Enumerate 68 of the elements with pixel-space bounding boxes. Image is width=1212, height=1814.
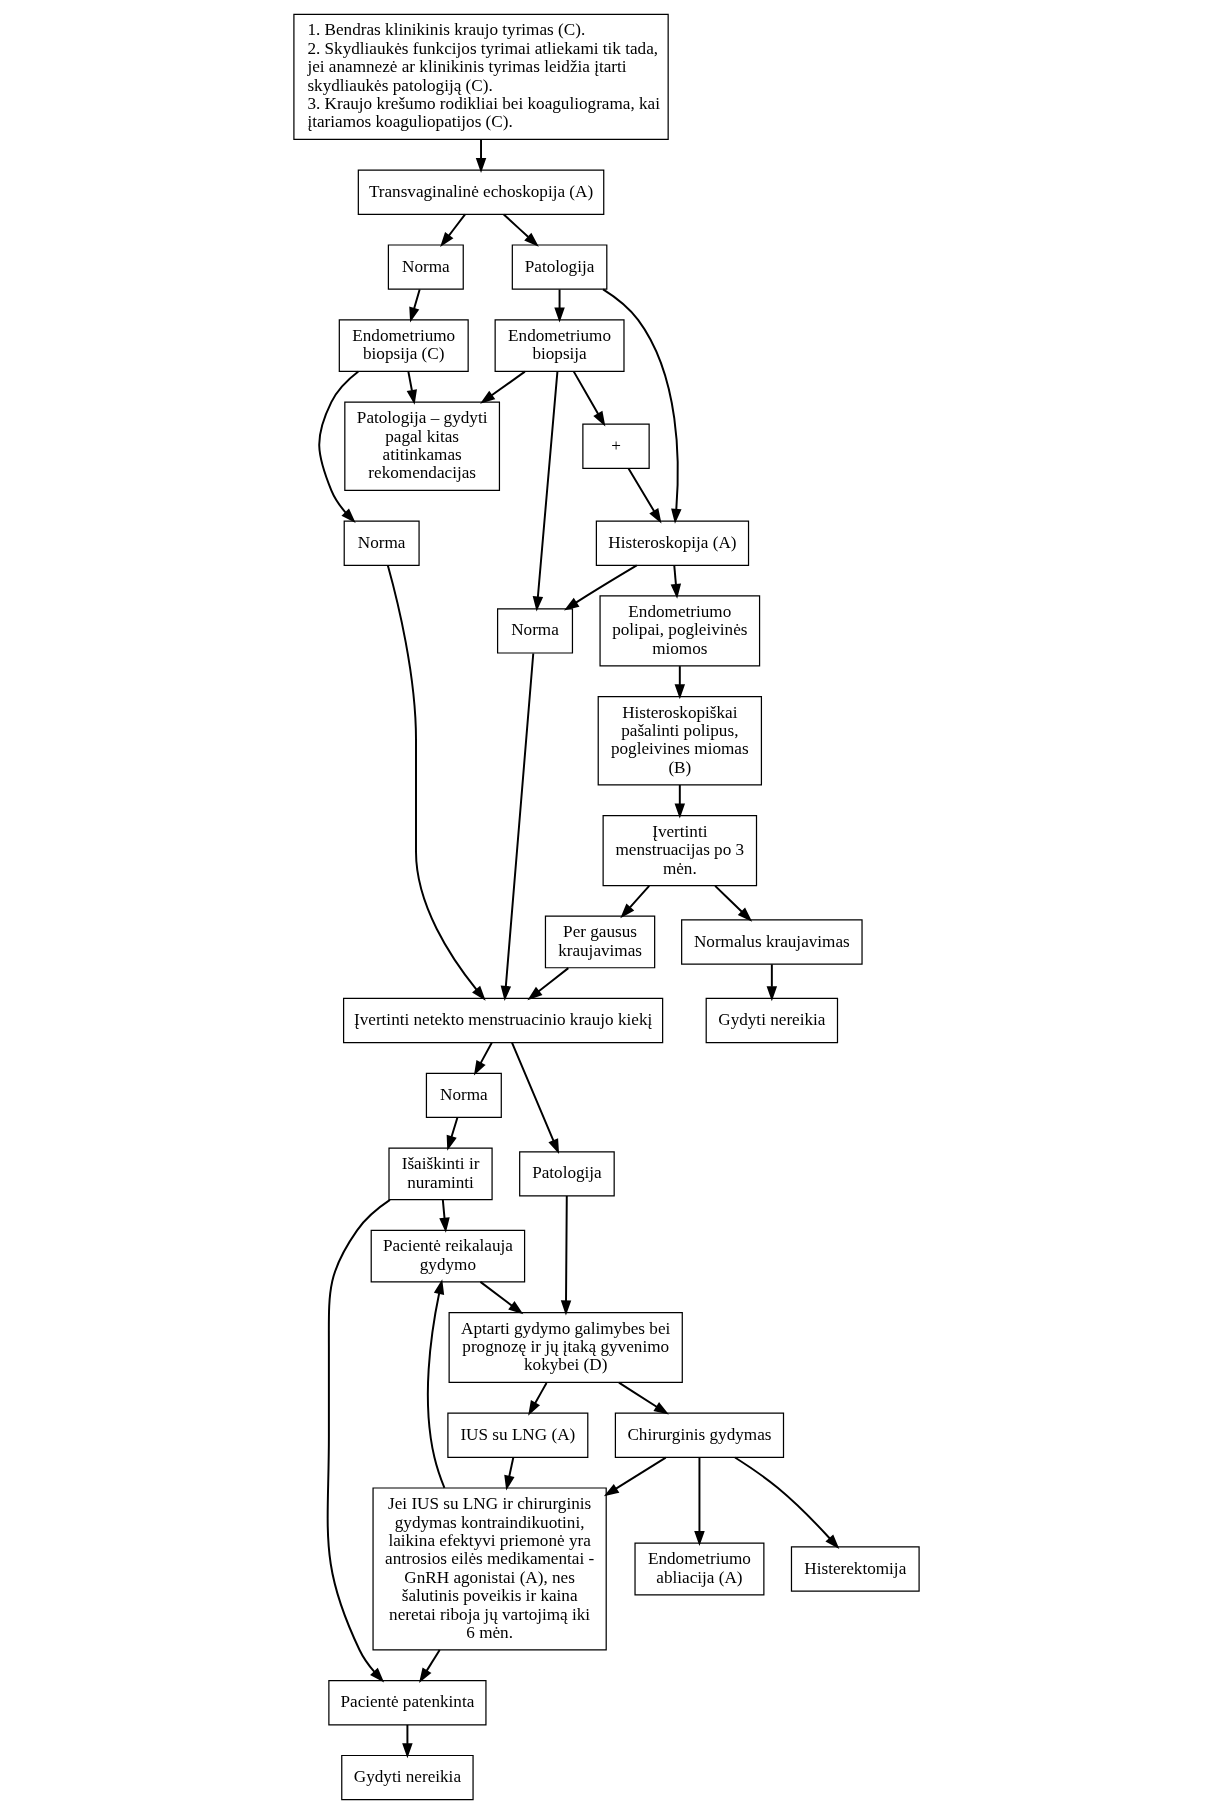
arrow <box>326 1198 391 1683</box>
arrow <box>473 1041 493 1076</box>
arrow <box>563 564 638 611</box>
arrow <box>674 665 685 700</box>
node-box: Įvertinti menstruacijas po 3 mėn. <box>602 814 757 887</box>
node-box: Norma <box>387 244 464 290</box>
node-box: Histeroskopija (A) <box>595 520 749 566</box>
node-box: Histerektomija <box>790 1546 920 1592</box>
node-box: Patologija <box>511 244 607 290</box>
node-box: Normalus kraujavimas <box>680 919 863 965</box>
arrow <box>510 1041 559 1155</box>
arrow <box>502 213 539 247</box>
arrow <box>526 967 569 1001</box>
arrow <box>733 1456 839 1550</box>
node-box: Transvaginalinė echoskopija (A) <box>357 169 604 215</box>
arrow <box>572 370 605 427</box>
node-box: Norma <box>425 1072 502 1119</box>
arrow <box>601 288 682 524</box>
node-box: Chirurginis gydymas <box>614 1412 784 1458</box>
arrow <box>479 370 526 404</box>
node-box: Endometriumo biopsija (C) <box>338 319 469 372</box>
arrow <box>439 213 466 248</box>
arrow <box>766 963 777 1002</box>
arrow <box>401 1723 413 1759</box>
arrow <box>386 564 486 1001</box>
arrow <box>406 370 417 405</box>
arrow <box>553 288 565 323</box>
arrow <box>670 564 681 599</box>
arrow <box>619 884 650 919</box>
node-box: Endometriumo biopsija <box>494 319 625 372</box>
node-box: Gydyti nereikia <box>705 997 838 1044</box>
arrow <box>503 1456 514 1491</box>
arrow <box>603 1456 667 1497</box>
arrow <box>408 288 421 323</box>
arrow <box>438 1198 450 1233</box>
arrow <box>446 1116 458 1151</box>
arrow <box>475 138 486 173</box>
arrow <box>527 1381 547 1416</box>
node-box: Patologija <box>518 1151 615 1197</box>
node-box: Norma <box>496 608 573 654</box>
arrow <box>317 370 359 523</box>
arrow <box>500 652 534 1001</box>
node-box: Įvertinti netekto menstruacinio kraujo kiekį <box>342 997 663 1044</box>
arrow <box>713 884 752 922</box>
node-box: Jei IUS su LNG ir chirurginis gydymas kontraindikuotini, laikina efektyvi priemonė yra antrosios eilės medikamentai - GnRH agonistai (A), nes šalutinis poveikis ir kaina neretai riboja jų vartojimą iki 6 mėn. <box>371 1487 607 1651</box>
arrow <box>674 784 685 819</box>
arrow <box>693 1456 705 1547</box>
node-box: Gydyti nereikia <box>340 1754 474 1801</box>
arrow <box>478 1280 523 1315</box>
arrow <box>560 1195 571 1316</box>
arrow <box>617 1381 669 1415</box>
node-box: + <box>581 423 650 469</box>
node-box: Patologija – gydyti pagal kitas atitinkamas rekomendacijas <box>343 401 500 492</box>
node-box: Per gausus kraujavimas <box>544 915 655 969</box>
arrow <box>532 370 558 612</box>
node-box: Pacientė reikalauja gydymo <box>370 1229 525 1283</box>
node-box: Endometriumo polipai, pogleivinės miomos <box>598 595 760 667</box>
arrow <box>426 1279 445 1489</box>
node-box: Aptarti gydymo galimybes bei prognozę ir jų įtaką gyvenimo kokybei (D) <box>448 1311 683 1384</box>
node-box: Išaiškinti ir nuraminti <box>387 1147 493 1201</box>
node-box: Histeroskopiškai pašalinti polipus, pogleivines miomas (B) <box>597 695 762 786</box>
node-box: IUS su LNG (A) <box>446 1412 588 1458</box>
node-box: Endometriumo abliacija (A) <box>633 1542 764 1596</box>
node-box: 1. Bendras klinikinis kraujo tyrimas (C). 2. Skydliaukės funkcijos tyrimai atliekami tik tada, jei anamnezė ar klinikinis tyrimas leidžia įtarti skydliaukės patologiją (C). 3. Kraujo krešumo rodikliai bei koaguliograma, kai įtariamos koaguliopatijos (C). <box>292 13 669 141</box>
node-box: Norma <box>343 520 420 566</box>
arrow <box>627 467 661 524</box>
arrow <box>418 1649 441 1683</box>
node-box: Pacientė patenkinta <box>327 1680 487 1726</box>
